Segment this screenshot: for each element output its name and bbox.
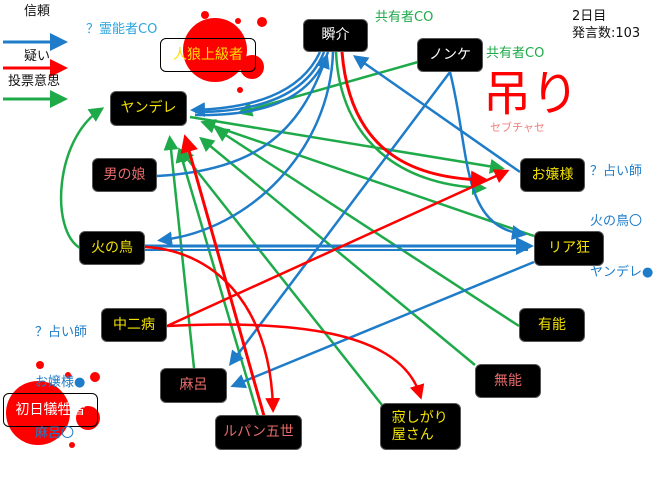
shared-co-note: 共有者CO — [486, 46, 545, 61]
edge-doubt-chuunibyou-ojousama — [166, 169, 510, 328]
node-yuunou[interactable]: 有能 — [519, 308, 585, 342]
node-munou[interactable]: 無能 — [475, 364, 541, 398]
seer-note-line: 火の鳥〇 — [590, 214, 643, 230]
node-label: ノンケ — [429, 46, 471, 63]
node-label: 麻呂 — [179, 377, 208, 394]
seer-note-line: ヤンデレ● — [590, 265, 654, 281]
legend-trust-label: 信頼 — [24, 4, 51, 19]
node-sabishigari[interactable]: 寂しがり屋さん — [380, 403, 461, 450]
edge-doubt-hinotori-lupin — [144, 245, 281, 413]
hanged-label: 吊り — [483, 66, 580, 122]
edge-vote-nonke-yandere — [237, 60, 419, 117]
node-chuunibyou[interactable]: 中二病 — [101, 308, 167, 342]
seer-note-left: ？占い師 お嬢様● 麻呂〇 — [35, 291, 87, 477]
node-label: 初日犠牲者 — [15, 401, 86, 418]
node-shunsuke[interactable]: 瞬介 — [303, 19, 368, 52]
node-label: 男の娘 — [103, 166, 146, 183]
seer-note-line: ？占い師 — [590, 163, 643, 179]
edge-vote-munou-yandere — [199, 136, 476, 366]
legend-doubt-label: 疑い — [24, 49, 51, 64]
edge-trust-riakyou-maro — [230, 260, 535, 389]
edge-trust-otokonoko-shunsuke — [156, 53, 330, 178]
node-label: リア狂 — [548, 240, 590, 257]
node-label: 火の鳥 — [91, 239, 133, 256]
node-label: 人狼上級者 — [173, 46, 243, 63]
node-hinotori[interactable]: 火の鳥 — [79, 231, 145, 265]
node-otokonoko[interactable]: 男の娘 — [92, 158, 157, 192]
node-label: 瞬介 — [321, 27, 350, 44]
seer-note-line: お嬢様● — [35, 375, 86, 391]
medium-co-note: ？霊能者CO — [86, 22, 158, 37]
edges-layer — [3, 33, 535, 417]
node-maro[interactable]: 麻呂 — [160, 368, 227, 403]
day-label: 2日目 — [572, 9, 607, 24]
edge-vote-lupin-yandere — [175, 147, 260, 417]
edge-vote-yandere-ojousama — [189, 115, 505, 174]
node-label: ルパン五世 — [223, 424, 294, 441]
shared-co-note: 共有者CO — [375, 10, 434, 25]
edge-vote-hinotori-yandere — [59, 107, 105, 250]
node-nonke[interactable]: ノンケ — [417, 38, 483, 72]
edge-vote-shunsuke-ojousama — [334, 51, 487, 196]
node-riakyou[interactable]: リア狂 — [534, 231, 604, 266]
edge-vote-sabishigari-yandere — [178, 148, 383, 406]
edge-vote-yuunou-yandere — [213, 127, 520, 328]
edge-doubt-chuunibyou-sabishigari — [166, 323, 425, 400]
edge-trust-ojousama-shunsuke — [352, 55, 521, 174]
node-label: 寂しがり屋さん — [391, 409, 448, 443]
node-shonichi[interactable]: 初日犠牲者 — [3, 393, 98, 427]
node-jinrou[interactable]: 人狼上級者 — [160, 38, 256, 72]
edge-trust-shunsuke-yandere-1 — [190, 51, 322, 118]
edge-doubt-shunsuke-ojousama — [340, 51, 489, 189]
edge-doubt-lupin-yandere — [180, 134, 266, 417]
hanged-faint-note: セブチャセ — [490, 121, 545, 134]
edge-trust-nonke-maro — [228, 71, 451, 366]
seer-note-right: ？占い師 火の鳥〇 ヤンデレ● — [590, 130, 653, 316]
edge-trust-shunsuke-hinotori — [157, 51, 335, 247]
node-label: 中二病 — [113, 316, 155, 333]
node-ojousama[interactable]: お嬢様 — [520, 158, 585, 192]
node-label: 有能 — [538, 316, 566, 333]
node-label: 無能 — [494, 372, 522, 389]
node-lupin[interactable]: ルパン五世 — [215, 415, 302, 450]
node-label: お嬢様 — [531, 166, 574, 183]
seer-note-line: 麻呂〇 — [35, 426, 75, 442]
node-yandere[interactable]: ヤンデレ — [110, 91, 187, 126]
relationship-diagram: 信頼 疑い 投票意思 人狼上級者 瞬介 ノンケ ヤンデレ 男の娘 お嬢様 火の鳥… — [3, 4, 654, 450]
legend-vote-label: 投票意思 — [8, 74, 61, 89]
seer-note-line: ？占い師 — [35, 324, 88, 340]
node-label: ヤンデレ — [120, 100, 177, 117]
post-count: 発言数:103 — [572, 26, 641, 41]
blood-splatter-icon — [6, 361, 100, 448]
